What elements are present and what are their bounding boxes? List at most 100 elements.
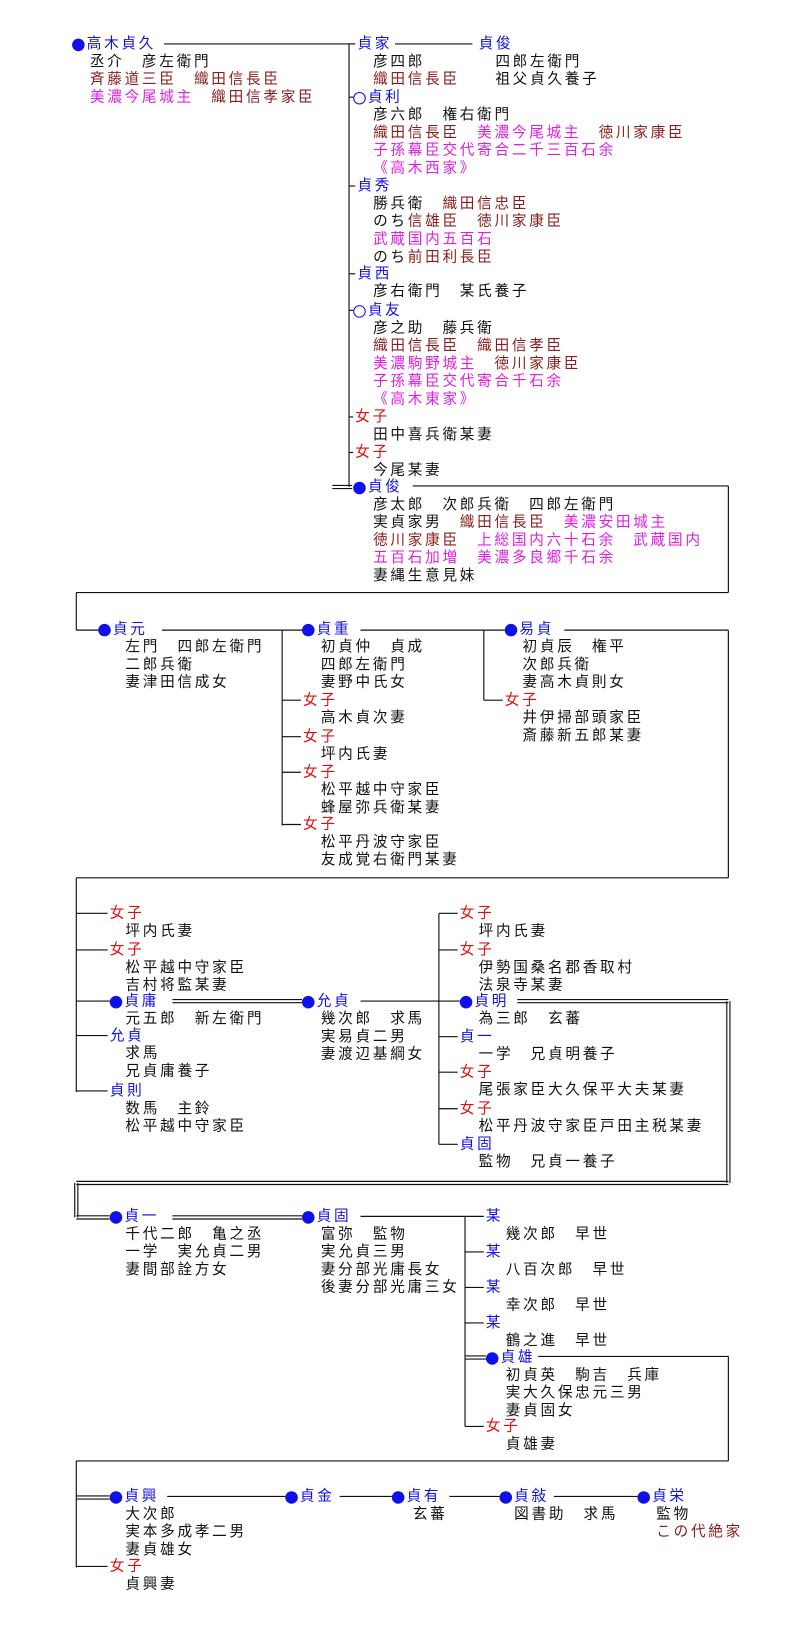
detail-line: 妻高木貞則女	[523, 674, 627, 692]
daughter-label: 女子	[459, 904, 495, 922]
detail-text: 図書助 求馬	[514, 1505, 619, 1523]
detail-text: 妻縄生意見妹	[373, 567, 478, 585]
filled-circle-icon	[285, 1490, 298, 1504]
person-name: 貞家	[357, 35, 393, 53]
daughter-label: 女子	[303, 728, 338, 746]
detail-text: 一学 兄貞明養子	[478, 1046, 618, 1063]
daughter-label: 女子	[485, 1418, 521, 1435]
person-name: 貞則	[109, 1082, 145, 1100]
detail-text: 丞介 彦左衛門	[89, 53, 212, 71]
detail-line: 《高木西家》	[373, 160, 477, 178]
detail-text: 織田信長臣	[373, 71, 460, 88]
person-name: 貞固	[316, 1208, 352, 1225]
detail-text: 実本多成孝二男	[125, 1523, 247, 1541]
daughter-label: 女子	[459, 1100, 495, 1118]
daughter-label: 女子	[303, 691, 338, 709]
detail-text: 妻貞固女	[505, 1402, 576, 1420]
detail-text: 幾次郎 求馬	[320, 1010, 425, 1028]
detail-text: 左門 四郎左衛門	[125, 638, 265, 656]
detail-line: 子孫幕臣交代寄合二千三百石余	[373, 142, 616, 160]
detail-text: 実易貞二男	[320, 1028, 408, 1045]
detail-text: 五百石加増 美濃多良郷千石余	[373, 549, 616, 567]
detail-text: 信雄臣 徳川家康臣	[407, 213, 564, 230]
detail-line: 貞興妻	[125, 1576, 177, 1594]
person-name: 貞明	[474, 992, 510, 1010]
detail-line: 徳川家康臣 上総国内六十石余 武蔵国内	[373, 532, 703, 550]
detail-line: 四郎左衛門	[495, 53, 582, 71]
detail-text: 彦太郎 次郎兵衛 四郎左衛門	[373, 496, 616, 514]
detail-line: 井伊掃部頭家臣	[523, 710, 644, 728]
detail-line: 尾張家臣大久保平大夫某妻	[479, 1082, 687, 1100]
detail-text: 彦之助 藤兵衛	[373, 319, 495, 337]
detail-line: 監物 兄貞一養子	[479, 1154, 618, 1172]
detail-text: 坪内氏妻	[478, 922, 549, 940]
detail-text: 織田信長臣	[459, 514, 564, 531]
detail-line: 幾次郎 早世	[506, 1226, 610, 1244]
detail-text: 高木貞次妻	[320, 709, 408, 727]
detail-text: 監物	[656, 1505, 691, 1523]
detail-line: 武蔵国内五百石	[373, 231, 494, 249]
detail-text: 妻野中氏女	[320, 674, 408, 691]
detail-text: 玄蕃	[412, 1505, 448, 1523]
person-name: 某	[485, 1208, 504, 1225]
detail-line: 妻分部光庸長女	[321, 1261, 442, 1279]
detail-text: 初貞英 駒吉 兵庫	[505, 1366, 662, 1384]
person-name: 貞一	[459, 1028, 495, 1045]
detail-text: 松平越中守家臣	[125, 959, 247, 977]
detail-line: 幸次郎 早世	[506, 1297, 610, 1315]
detail-line: 《高木東家》	[373, 391, 477, 409]
detail-line: この代絶家	[656, 1524, 743, 1542]
detail-text: 初貞仲 貞成	[320, 638, 425, 656]
daughter-label: 女子	[109, 1558, 145, 1575]
detail-text: 実貞家男	[373, 514, 460, 531]
person-name: 易貞	[519, 620, 555, 638]
detail-text: 彦右衛門 某氏養子	[373, 283, 530, 300]
detail-line: 玄蕃	[413, 1506, 448, 1524]
detail-line: 美濃駒野城主 徳川家康臣	[373, 355, 581, 373]
detail-line: 斎藤新五郎某妻	[523, 727, 644, 745]
detail-text: 松平丹波守家臣	[320, 833, 443, 851]
detail-line: 松平丹波守家臣	[321, 834, 442, 852]
detail-text: 幾次郎 早世	[505, 1225, 610, 1243]
detail-line: 妻縄生意見妹	[373, 567, 477, 585]
detail-line: 丞介 彦左衛門	[90, 53, 211, 71]
filled-circle-icon	[391, 1490, 405, 1504]
detail-line: 幾次郎 求馬	[321, 1011, 425, 1029]
detail-line: 数馬 主鈴	[125, 1100, 212, 1118]
detail-line: 貞雄妻	[506, 1436, 558, 1454]
detail-line: 一学 兄貞明養子	[479, 1046, 618, 1064]
detail-text: 徳川家康臣	[373, 531, 478, 549]
detail-line: 実貞家男 織田信長臣 美濃安田城主	[373, 514, 668, 532]
detail-text: この代絶家	[656, 1523, 743, 1541]
detail-line: 高木貞次妻	[321, 710, 408, 728]
detail-text: 伊勢国桑名郡香取村	[478, 959, 635, 977]
detail-text: 斉藤道三臣 織田信長臣	[89, 71, 281, 88]
detail-line: 妻間部詮方女	[125, 1261, 229, 1279]
detail-text: 四郎左衛門	[320, 656, 408, 673]
detail-line: 織田信長臣 美濃今尾城主 徳川家康臣	[373, 124, 685, 142]
detail-text: 子孫幕臣交代寄合千石余	[373, 373, 564, 390]
detail-line: 勝兵衛 織田信忠臣	[373, 195, 529, 213]
detail-text: 求馬	[125, 1045, 161, 1062]
filled-circle-icon	[302, 1210, 315, 1224]
detail-text: 美濃安田城主	[563, 514, 668, 531]
detail-line: 初貞英 駒吉 兵庫	[506, 1367, 662, 1385]
detail-text: 田中喜兵衛某妻	[373, 426, 495, 444]
person-name: 某	[485, 1243, 504, 1261]
daughter-label: 女子	[504, 691, 540, 709]
detail-line: 次郎兵衛	[523, 656, 592, 674]
detail-line: 美濃今尾城主 織田信孝家臣	[90, 89, 316, 107]
detail-line: 二郎兵衛	[125, 656, 194, 674]
detail-line: 大次郎	[125, 1506, 177, 1524]
detail-line: 坪内氏妻	[321, 746, 390, 764]
detail-line: 図書助 求馬	[514, 1506, 618, 1524]
detail-text: 斎藤新五郎某妻	[522, 727, 644, 745]
hollow-circle-icon	[353, 304, 366, 318]
detail-text: 妻分部光庸長女	[320, 1261, 443, 1279]
detail-text: 上総国内六十石余 武蔵国内	[477, 531, 703, 549]
detail-text: 徳川家康臣	[494, 355, 582, 373]
person-name: 某	[485, 1279, 504, 1296]
person-name: 貞敍	[514, 1488, 549, 1505]
person-name: 高木貞久	[86, 35, 157, 53]
detail-line: 求馬	[125, 1045, 160, 1063]
